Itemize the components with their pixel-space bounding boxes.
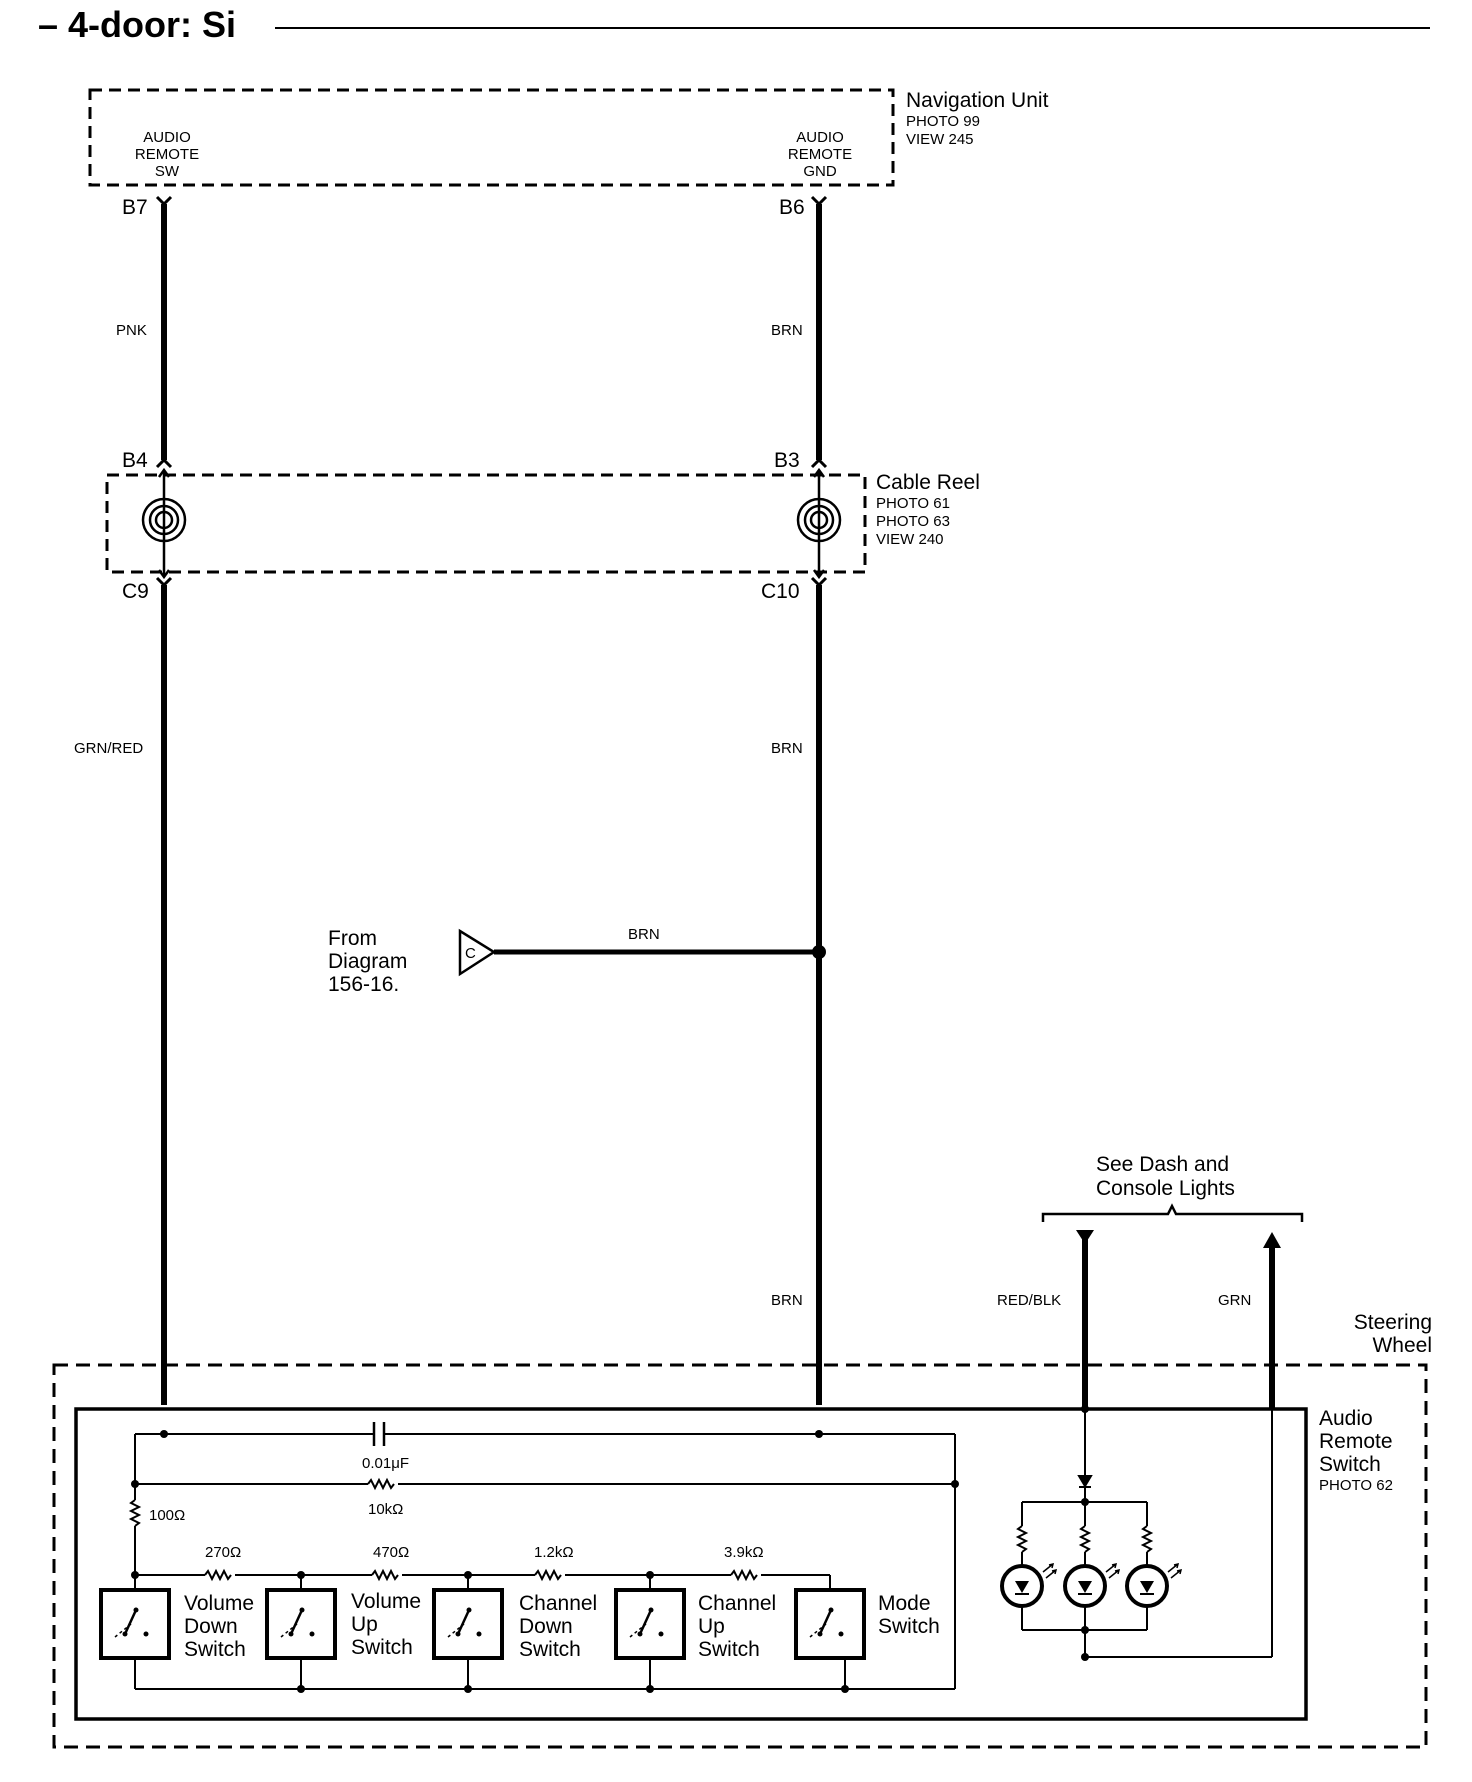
- svg-text:Switch: Switch: [351, 1636, 413, 1659]
- svg-text:AUDIO: AUDIO: [143, 129, 191, 146]
- led-nodes: [1081, 1405, 1089, 1661]
- nav-pin-audio-remote-sw: AUDIO REMOTE SW: [135, 129, 199, 180]
- svg-text:Wheel: Wheel: [1372, 1334, 1432, 1357]
- connector-symbols: [155, 195, 828, 588]
- svg-text:Volume: Volume: [184, 1592, 254, 1615]
- wire-label-pnk: PNK: [116, 322, 147, 339]
- svg-text:Up: Up: [351, 1613, 378, 1636]
- svg-text:From: From: [328, 927, 377, 950]
- svg-text:Remote: Remote: [1319, 1430, 1393, 1453]
- svg-text:Channel: Channel: [698, 1592, 776, 1615]
- cable-reel-view: VIEW 240: [876, 531, 944, 548]
- svg-text:REMOTE: REMOTE: [135, 146, 199, 163]
- terminal-c9: C9: [122, 580, 149, 603]
- cable-reel-box: [105, 473, 867, 574]
- svg-text:Up: Up: [698, 1615, 725, 1638]
- terminal-c10: C10: [761, 580, 800, 603]
- resistor-270-value: 270Ω: [205, 1544, 241, 1561]
- channel-up-switch-symbol: [614, 1588, 686, 1660]
- wire-label-brn-1: BRN: [771, 322, 803, 339]
- svg-text:Down: Down: [519, 1615, 573, 1638]
- cable-reel-label: Cable Reel: [876, 471, 980, 494]
- svg-text:AUDIO: AUDIO: [796, 129, 844, 146]
- navigation-unit-photo: PHOTO 99: [906, 113, 980, 130]
- from-diagram-label: From Diagram 156-16.: [328, 927, 407, 996]
- main-wires: [161, 204, 822, 1405]
- channel-down-switch-label: Channel Down Switch: [519, 1592, 597, 1661]
- mode-switch-label: Mode Switch: [878, 1592, 940, 1638]
- resistor-100-value: 100Ω: [149, 1507, 185, 1524]
- svg-text:Switch: Switch: [184, 1638, 246, 1661]
- terminal-b7: B7: [122, 196, 148, 219]
- navigation-unit-label: Navigation Unit: [906, 89, 1049, 112]
- svg-text:GND: GND: [803, 163, 837, 180]
- svg-text:Steering: Steering: [1354, 1311, 1432, 1334]
- cable-reel-coils: [141, 467, 842, 580]
- capacitor-value: 0.01μF: [362, 1455, 409, 1472]
- navigation-unit-view: VIEW 245: [906, 131, 974, 148]
- volume-up-switch-label: Volume Up Switch: [351, 1590, 421, 1659]
- svg-text:Volume: Volume: [351, 1590, 421, 1613]
- svg-text:Switch: Switch: [878, 1615, 940, 1638]
- wire-label-brn-3: BRN: [628, 926, 660, 943]
- channel-up-switch-label: Channel Up Switch: [698, 1592, 776, 1661]
- connector-c-triangle: [458, 928, 497, 977]
- svg-text:Console Lights: Console Lights: [1096, 1177, 1235, 1200]
- svg-text:Mode: Mode: [878, 1592, 931, 1615]
- mode-switch-symbol: [794, 1588, 866, 1660]
- resistor-10k-value: 10kΩ: [368, 1501, 403, 1518]
- svg-text:Channel: Channel: [519, 1592, 597, 1615]
- terminal-b4: B4: [122, 449, 148, 472]
- nav-pin-audio-remote-gnd: AUDIO REMOTE GND: [788, 129, 852, 180]
- audio-remote-switch-box: [74, 1407, 1308, 1721]
- arrow-up-icon: [1263, 1232, 1281, 1248]
- led-icons: [1000, 1562, 1183, 1608]
- terminal-b3: B3: [774, 449, 800, 472]
- svg-text:Down: Down: [184, 1615, 238, 1638]
- arrow-down-icon: [1076, 1230, 1094, 1244]
- connector-c-letter: C: [465, 945, 476, 962]
- wire-label-grn-red: GRN/RED: [74, 740, 143, 757]
- wire-label-grn: GRN: [1218, 1292, 1251, 1309]
- wire-label-brn-4: BRN: [771, 1292, 803, 1309]
- volume-down-switch-symbol: [99, 1588, 171, 1660]
- svg-text:Diagram: Diagram: [328, 950, 407, 973]
- resistor-3k9-value: 3.9kΩ: [724, 1544, 764, 1561]
- svg-text:Switch: Switch: [519, 1638, 581, 1661]
- resistor-1k2-value: 1.2kΩ: [534, 1544, 574, 1561]
- junction-dot: [812, 945, 826, 959]
- dash-lights-label: See Dash and Console Lights: [1096, 1153, 1235, 1200]
- dash-lights-bracket: [1041, 1203, 1304, 1222]
- led-circuit: [1015, 1409, 1273, 1658]
- resistor-470-value: 470Ω: [373, 1544, 409, 1561]
- wire-label-brn-2: BRN: [771, 740, 803, 757]
- svg-text:Switch: Switch: [698, 1638, 760, 1661]
- volume-down-switch-label: Volume Down Switch: [184, 1592, 254, 1661]
- steering-wheel-box: [52, 1363, 1428, 1749]
- svg-text:SW: SW: [155, 163, 180, 180]
- svg-text:See Dash and: See Dash and: [1096, 1153, 1229, 1176]
- steering-wheel-label: Steering Wheel: [1354, 1311, 1432, 1357]
- internal-circuit: [128, 1422, 956, 1690]
- circuit-nodes: [131, 1430, 959, 1693]
- svg-text:Audio: Audio: [1319, 1407, 1373, 1430]
- audio-remote-switch-label: Audio Remote Switch: [1319, 1407, 1393, 1476]
- volume-up-switch-symbol: [265, 1588, 337, 1660]
- cable-reel-photo-1: PHOTO 61: [876, 495, 950, 512]
- header-dash: –: [38, 4, 58, 45]
- wire-label-red-blk: RED/BLK: [997, 1292, 1061, 1309]
- page-title: 4-door: Si: [68, 4, 236, 45]
- cable-reel-photo-2: PHOTO 63: [876, 513, 950, 530]
- terminal-b6: B6: [779, 196, 805, 219]
- audio-remote-switch-photo: PHOTO 62: [1319, 1477, 1393, 1494]
- svg-text:REMOTE: REMOTE: [788, 146, 852, 163]
- channel-down-switch-symbol: [432, 1588, 504, 1660]
- navigation-unit-box: [88, 88, 895, 187]
- svg-text:Switch: Switch: [1319, 1453, 1381, 1476]
- svg-text:156-16.: 156-16.: [328, 973, 399, 996]
